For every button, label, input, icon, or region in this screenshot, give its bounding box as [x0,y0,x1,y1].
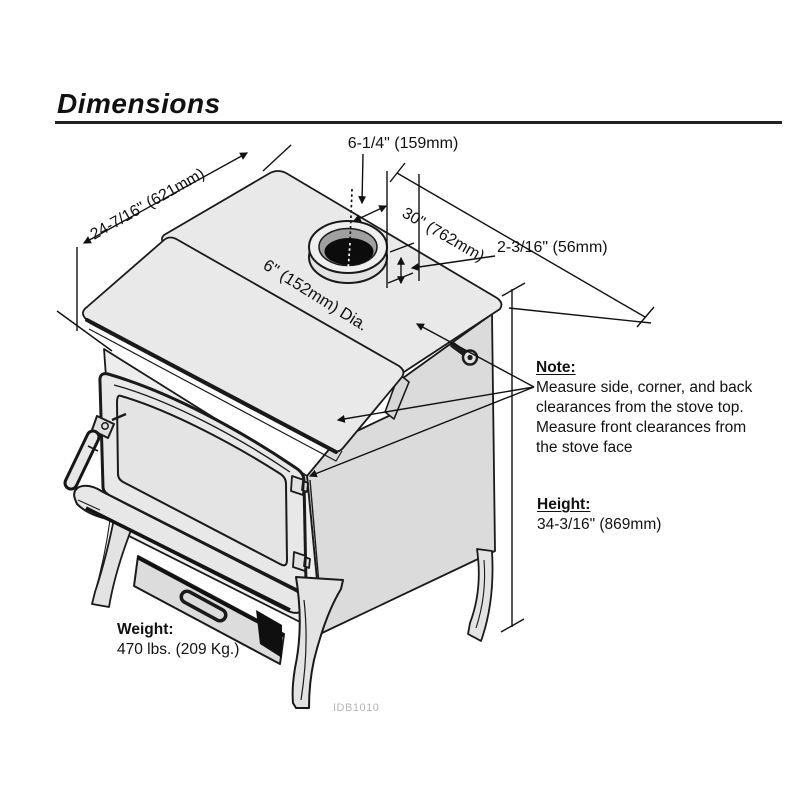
weight-callout: Weight: 470 lbs. (209 Kg.) [117,620,337,660]
front-plate-edge [85,318,338,454]
door-frame-step [113,384,291,473]
note-line-1: Measure side, corner, and back [536,379,753,396]
front-right-leg [291,576,344,709]
title-rule [55,121,782,124]
weight-value: 470 lbs. (209 Kg.) [117,641,240,658]
height-extension-line [500,282,526,633]
weight-heading: Weight: [117,621,174,638]
flue-hole [324,238,374,265]
width-dimension [389,162,655,328]
height-heading: Height: [537,496,591,513]
front-top-plate [82,236,405,453]
door-hinge-top [290,475,309,496]
flue-centerline [347,188,353,272]
note-line-4: the stove face [536,439,633,456]
front-shelf [73,484,305,614]
door-handle [63,412,127,491]
note-line-2: clearances from the stove top. [536,399,744,416]
note-line-3: Measure front clearances from [536,419,747,436]
label-flue-offset: 6-1/4" (159mm) [348,135,459,152]
front-plate-strut [384,373,410,420]
note-leader-lines [308,323,535,478]
back-right-leg [467,548,494,642]
page-title: Dimensions [57,88,221,119]
label-collar-height: 2-3/16" (56mm) [497,239,608,256]
note-callout: Note: Measure side, corner, and back cle… [536,358,772,458]
height-callout: Height: 34-3/16" (869mm) [537,495,757,535]
dimension-annotations [56,144,655,633]
door-glass [116,394,288,567]
ash-pan [133,555,285,665]
door-hinge-bottom [292,551,311,572]
flue-collar [308,220,388,284]
drawing-id-watermark: IDB1010 [333,702,379,714]
height-value: 34-3/16" (869mm) [537,516,662,533]
collar-height-dimension [387,242,496,285]
front-left-leg-detail [93,519,111,597]
ash-flap [256,610,282,658]
note-heading: Note: [536,359,576,376]
front-plate-thickness [88,328,343,462]
back-right-leg-detail [475,559,486,629]
depth-dimension [56,144,292,352]
